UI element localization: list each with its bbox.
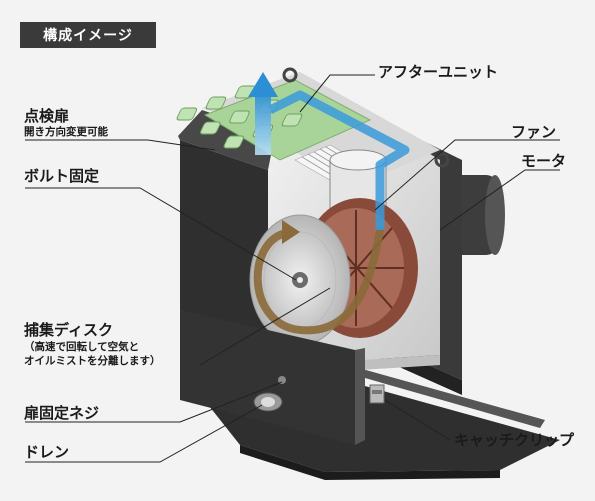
drain-port [253,392,283,412]
label-collection-disk-note-1: （高速で回転して空気と [24,341,140,353]
leader-lines [25,74,560,463]
label-after-unit: アフターユニット [378,63,499,81]
diagram-title: 構成イメージ [20,22,156,48]
label-motor: モータ [521,152,567,170]
label-inspection-door: 点検扉 [24,107,70,125]
label-collection-disk-note-2: オイルミストを分離します） [24,355,161,367]
catch-clip [369,384,385,404]
label-catch-clip: キャッチクリップ [454,431,575,449]
door-screw-head [278,376,286,384]
airflow-arrow [248,72,410,230]
label-door-screw: 扉固定ネジ [24,404,100,422]
collection-disk [249,214,351,346]
label-inspection-door-note: 開き方向変更可能 [24,126,108,138]
rotation-arrow [253,220,384,335]
label-collection-disk: 捕集ディスク [24,321,113,339]
lower-door [180,310,365,445]
label-drain: ドレン [24,443,70,461]
label-fan: ファン [511,123,557,141]
label-bolt-fixed: ボルト固定 [24,167,100,185]
lifting-eye [282,67,450,168]
